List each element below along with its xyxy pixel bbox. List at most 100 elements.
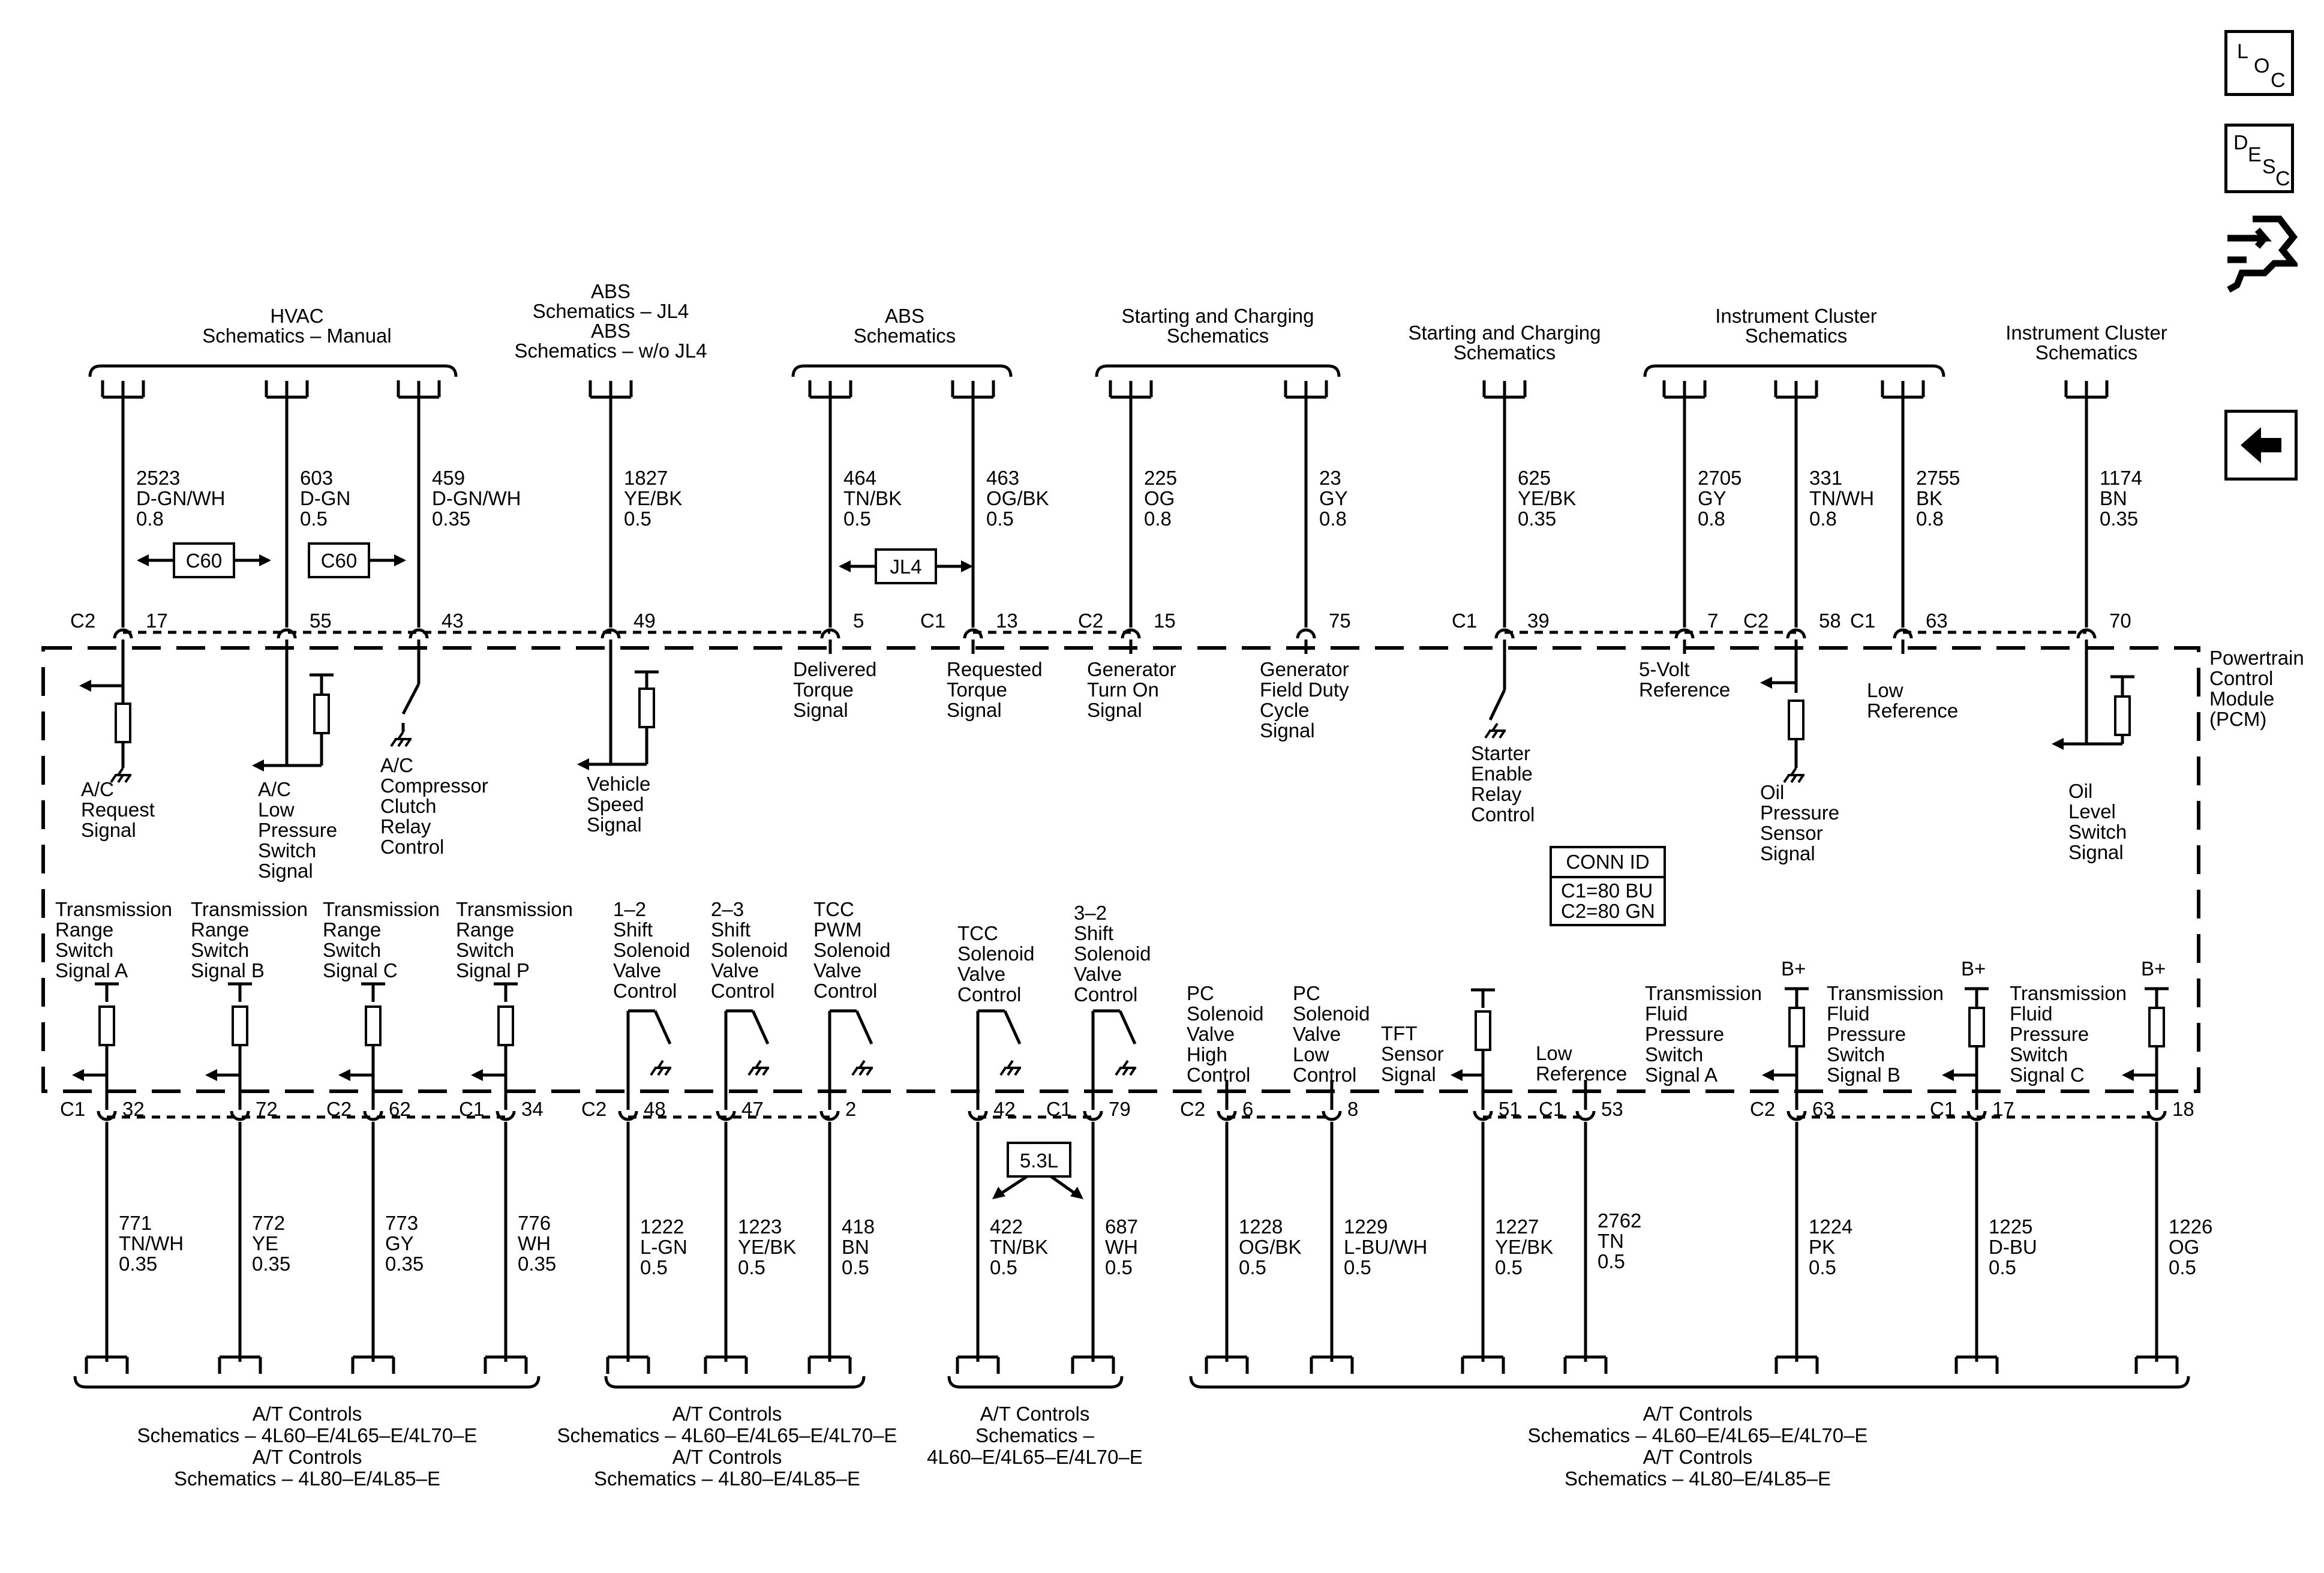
wire-terminal	[807, 1355, 852, 1374]
conn-id-table: CONN ID C1=80 BU C2=80 GN	[1550, 846, 1666, 926]
signal-arrow	[72, 1069, 107, 1081]
pin-connector	[1674, 628, 1695, 639]
signal-arrow	[2052, 738, 2086, 750]
pin-number: 63	[1926, 610, 1948, 632]
ground-symbol	[110, 767, 131, 784]
pin-number: 72	[256, 1098, 278, 1120]
pin-connector	[1786, 1110, 1807, 1121]
svg-text:C60: C60	[186, 550, 223, 572]
signal-arrow	[1451, 1069, 1483, 1081]
ground-symbol	[1783, 767, 1804, 784]
connector-icon[interactable]	[2223, 213, 2301, 297]
back-arrow-icon	[2241, 427, 2281, 463]
pin-connector	[496, 1110, 516, 1121]
ground-symbol	[999, 1059, 1021, 1076]
pin-connector	[2146, 1110, 2167, 1121]
resistor	[1788, 700, 1804, 740]
connector-id: C1	[60, 1098, 85, 1120]
svg-text:CONN ID: CONN ID	[1566, 851, 1649, 873]
signal-arrow	[577, 758, 611, 770]
desc-button[interactable]: D E S C	[2224, 124, 2294, 193]
connector-id: C2	[1743, 610, 1768, 632]
signal-arrow	[338, 1069, 373, 1081]
pin-number: 34	[521, 1098, 544, 1120]
pin-connector	[97, 1110, 117, 1121]
wire-terminal	[704, 1355, 748, 1374]
resistor	[232, 1005, 248, 1046]
resistor	[313, 694, 330, 734]
wire-terminal	[1310, 1355, 1354, 1374]
pcm-module-label: Powertrain Control Module (PCM)	[2209, 647, 2310, 730]
top-group-bracket	[1643, 364, 1945, 377]
loc-button[interactable]: L O C	[2224, 30, 2294, 96]
resistor	[1968, 1007, 1985, 1047]
pin-connector	[1473, 1110, 1493, 1121]
signal-arrow	[79, 680, 123, 692]
connector-id: C1	[920, 610, 945, 632]
wire-terminal	[1954, 1355, 1999, 1374]
pin-number: 7	[1707, 610, 1718, 632]
top-group-bracket	[1095, 364, 1341, 377]
pin-number: 2	[845, 1098, 856, 1120]
ground-symbol	[650, 1059, 671, 1076]
ground-symbol	[1484, 722, 1506, 739]
resistor	[638, 688, 655, 728]
pin-number: 39	[1527, 610, 1550, 632]
pin-number: 70	[2109, 610, 2131, 632]
connector-id: C2	[326, 1098, 352, 1120]
back-button[interactable]	[2224, 410, 2298, 481]
connector-id: C2	[1078, 610, 1103, 632]
resistor	[98, 1005, 115, 1046]
signal-arrow	[1942, 1069, 1977, 1081]
pin-connector	[819, 1110, 840, 1121]
option-tag: C60	[308, 542, 406, 578]
resistor	[497, 1005, 514, 1046]
pin-connector	[113, 628, 133, 639]
desc-letter-s: S	[2262, 155, 2276, 178]
pin-connector	[820, 628, 840, 639]
pin-number: 63	[1812, 1098, 1834, 1120]
pin-number: 42	[993, 1098, 1016, 1120]
pin-connector	[618, 1110, 638, 1121]
pin-number: 43	[442, 610, 464, 632]
